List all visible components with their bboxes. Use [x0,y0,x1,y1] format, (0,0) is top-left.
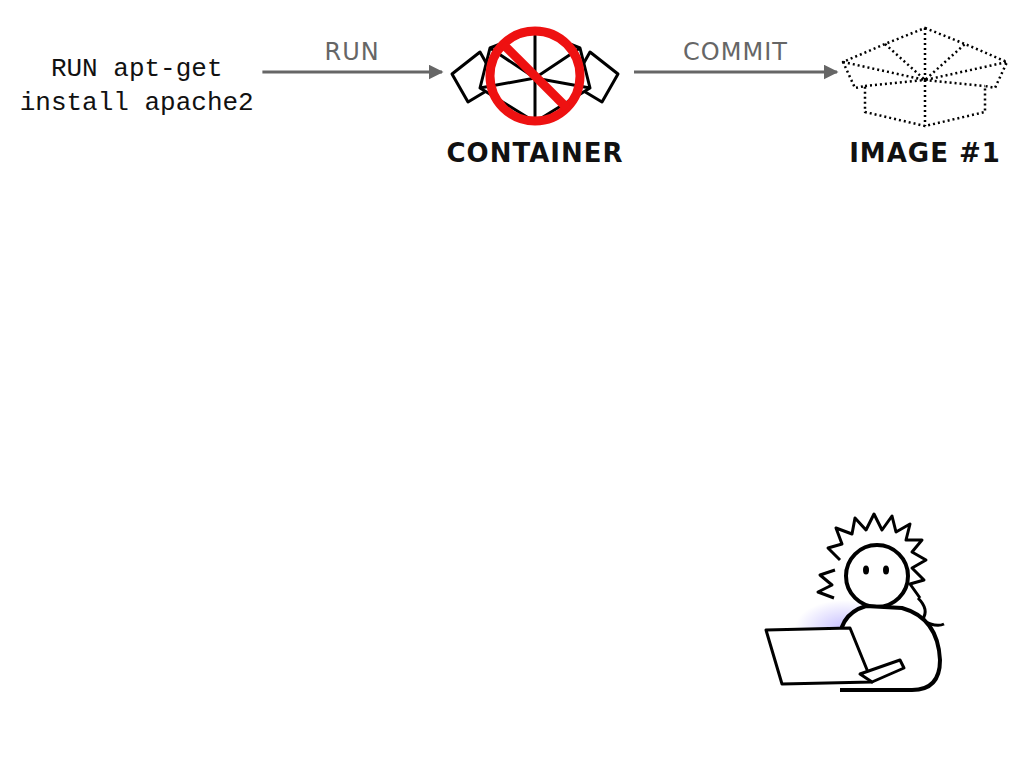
command-line: RUN apt-get install apache2 [15,52,258,120]
image-icon [835,22,1015,134]
node-label: IMAGE #1 [849,138,1001,168]
flow-arrow [634,71,837,74]
container-icon [440,22,630,134]
command-text: RUN apt-get install apache2 [15,52,258,120]
node-label: CONTAINER [447,138,624,168]
edge-label: COMMIT [680,38,791,66]
container-node: CONTAINER [440,22,630,168]
image-node: IMAGE #1 [835,22,1015,168]
flow-arrow [262,71,442,74]
edge-label: RUN [322,38,383,66]
